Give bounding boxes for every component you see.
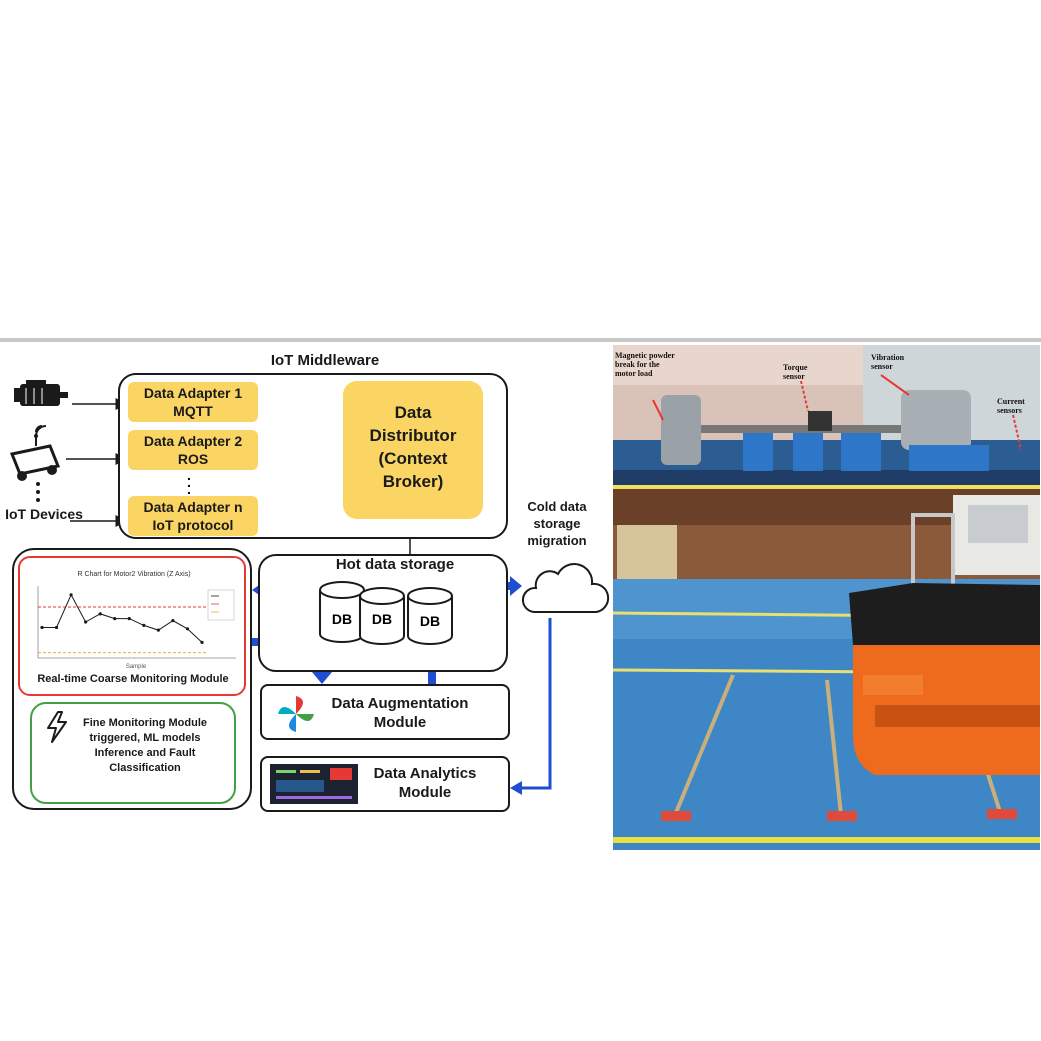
storage-to-augmentation-arrow	[312, 660, 332, 684]
r-point-2	[54, 625, 59, 630]
adapter-2-name: Data Adapter 2	[143, 433, 243, 449]
r-point-3	[69, 593, 73, 597]
r-point-5	[98, 612, 102, 616]
augmentation-label: Data Augmentation Module	[331, 695, 469, 731]
analytics-dashboard-thumbnail	[270, 764, 358, 804]
r-point-12	[200, 640, 204, 644]
adapter-1-protocol: MQTT	[173, 403, 213, 419]
lightning-icon	[47, 711, 67, 743]
hot-storage-title: Hot data storage	[335, 556, 455, 573]
lab-photo-svg	[613, 345, 1040, 850]
coarse-module-label: Real-time Coarse Monitoring Module	[37, 673, 229, 685]
r-point-8	[142, 623, 146, 627]
coarse-monitoring-box	[18, 556, 246, 696]
fine-module-label: Fine Monitoring Module triggered, ML mod…	[82, 717, 208, 774]
top-divider	[0, 338, 1041, 342]
middleware-title: IoT Middleware	[270, 352, 380, 369]
iot-devices-icons	[9, 380, 68, 502]
db-label-1: DB	[332, 611, 352, 627]
adapter-2-protocol: ROS	[177, 451, 209, 467]
r-point-1	[40, 625, 44, 630]
annotation-vibration: Vibration sensor	[871, 353, 905, 371]
r-point-9	[156, 628, 160, 632]
r-point-11	[185, 627, 190, 631]
adapter-n-name: Data Adapter n	[143, 499, 243, 515]
adapter-1-name: Data Adapter 1	[143, 385, 243, 401]
augmentation-box	[260, 684, 510, 740]
r-point-7	[127, 617, 131, 621]
adapter-n-protocol: IoT protocol	[152, 517, 234, 533]
r-chart-title: R Chart for Motor2 Vibration (Z Axis)	[77, 571, 190, 578]
annotation-magnetic: Magnetic powder break for the motor load	[615, 351, 675, 378]
adapter-2: Data Adapter 2 ROS	[128, 430, 258, 470]
adapter-ellipsis: ...	[187, 467, 191, 497]
annotation-current: Current sensors	[997, 397, 1025, 415]
cloud-icon	[522, 563, 610, 613]
cold-storage-label: Cold data storage migration	[527, 499, 587, 548]
adapter-n: Data Adapter n IoT protocol	[128, 496, 258, 536]
db-cylinder-2	[359, 587, 405, 645]
db-label-2: DB	[372, 611, 392, 627]
ellipsis-icon	[36, 482, 40, 502]
r-chart: R Chart for Motor2 Vibration (Z Axis) Sa…	[37, 571, 236, 670]
r-point-6	[113, 617, 117, 621]
annotation-torque: Torque sensor	[783, 363, 808, 381]
db-cylinder-3	[407, 587, 453, 645]
r-chart-xlabel: Sample	[126, 664, 147, 670]
data-distributor: Data Distributor (Context Broker)	[343, 381, 483, 519]
cloud-to-analytics-line	[522, 618, 552, 790]
adapter-1: Data Adapter 1 MQTT	[128, 382, 258, 422]
fine-monitoring-box	[30, 702, 236, 804]
motor-icon	[14, 380, 68, 406]
lab-photo: Magnetic powder break for the motor load…	[613, 345, 1040, 850]
airflow-icon	[278, 696, 314, 732]
db-cylinders: DB DB DB	[319, 581, 453, 645]
robot-icon	[9, 425, 61, 481]
db-label-3: DB	[420, 613, 440, 629]
iot-devices-label: IoT Devices	[5, 506, 83, 522]
r-point-4	[84, 620, 88, 624]
r-point-10	[171, 619, 175, 623]
analytics-label: Data Analytics Module	[373, 765, 477, 801]
r-chart-legend	[207, 589, 235, 621]
r-series-line	[42, 593, 203, 643]
